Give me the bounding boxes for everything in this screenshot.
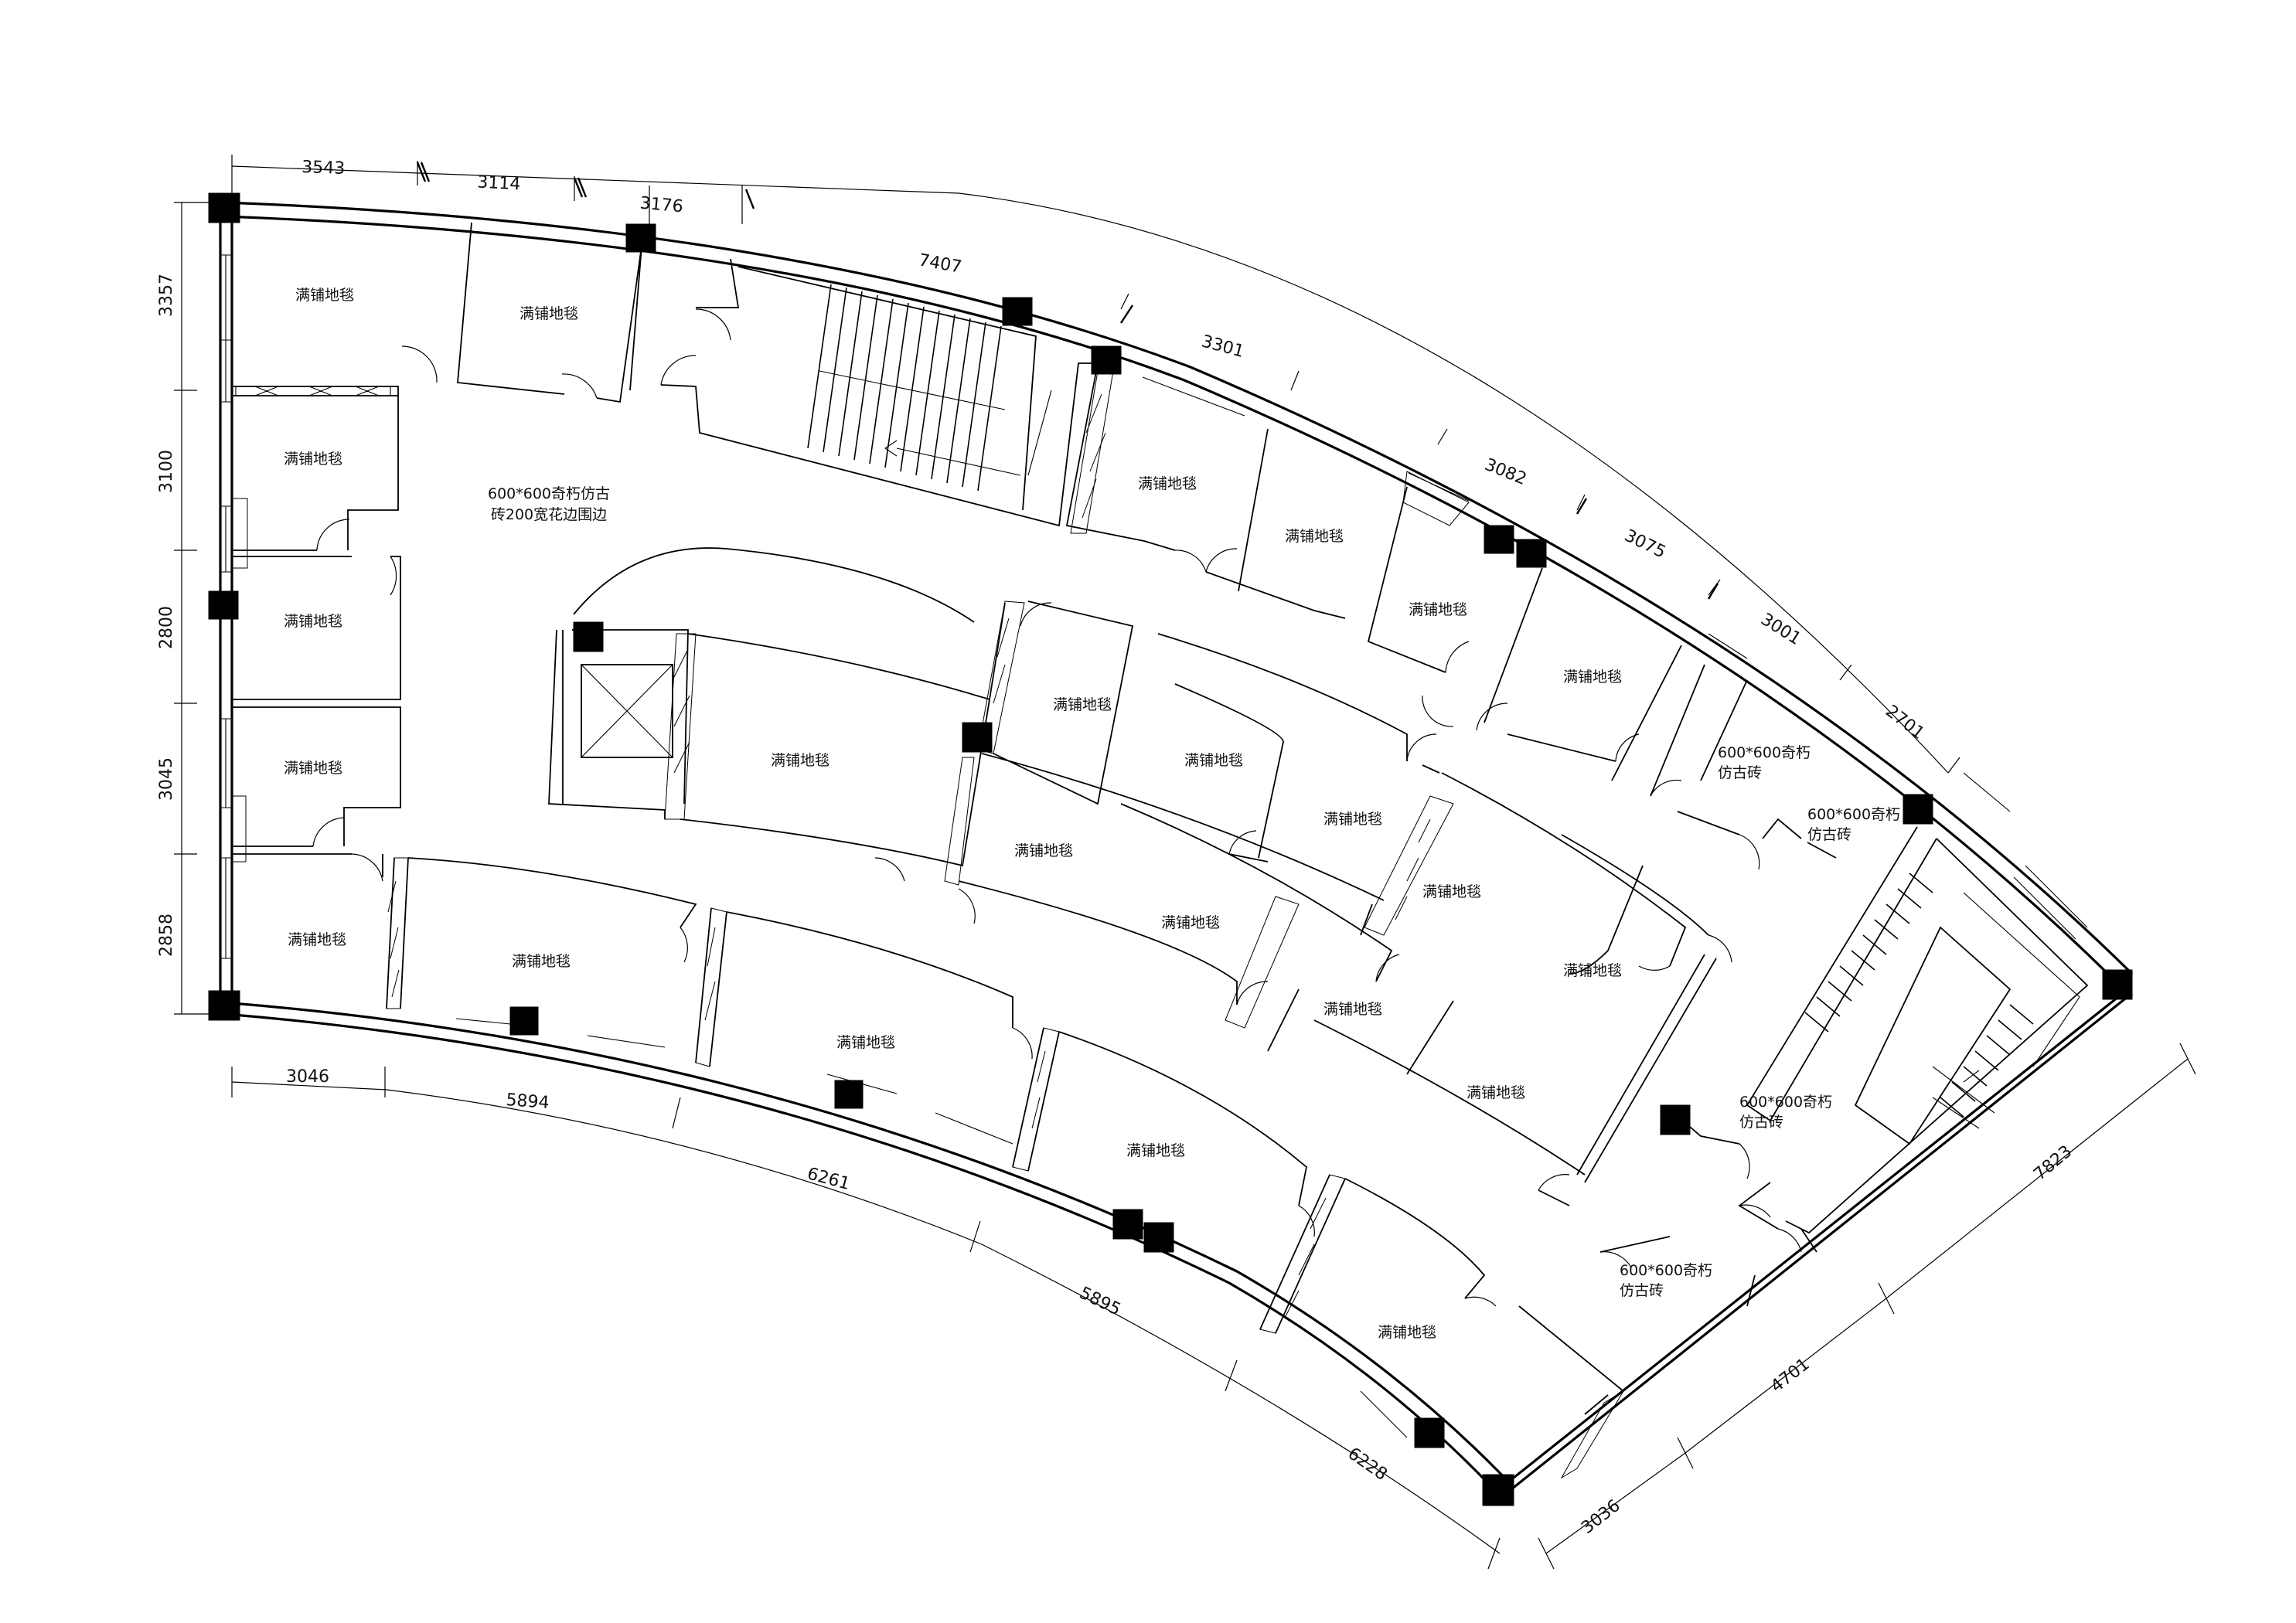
room-labels: 满铺地毯 满铺地毯 满铺地毯 满铺地毯 满铺地毯 满铺地毯 满铺地毯 满铺地毯 …: [284, 287, 1622, 1341]
dim-bottom: 5894: [506, 1091, 550, 1113]
corridor-note-line2: 砖200宽花边围边: [491, 506, 607, 523]
bottom-facade-wall: [223, 1012, 1501, 1497]
dim-left: 2858: [157, 914, 176, 957]
dim-top: 3001: [1757, 610, 1804, 649]
room-label: 满铺地毯: [288, 931, 346, 948]
column: [1516, 539, 1547, 568]
dim-left: 3357: [157, 274, 176, 317]
tile-note-line1: 600*600奇朽: [1807, 806, 1900, 823]
east-stair-core: [1599, 826, 2089, 1307]
dim-top: 3075: [1621, 526, 1668, 563]
dim-bottom: 3046: [286, 1067, 329, 1087]
room-label: 满铺地毯: [284, 451, 342, 468]
material-notes: 600*600奇朽仿古 砖200宽花边围边 600*600奇朽 仿古砖 600*…: [488, 485, 1900, 1299]
door-swings: [312, 308, 1802, 1307]
bottom-facade-wall-inner: [231, 1002, 1511, 1484]
tile-note-line2: 仿古砖: [1739, 1114, 1783, 1131]
column: [208, 590, 239, 620]
corridor-note-line1: 600*600奇朽仿古: [488, 485, 610, 502]
room-label: 满铺地毯: [771, 752, 829, 769]
top-facade-wall-inner: [223, 215, 2124, 989]
tile-note-line1: 600*600奇朽: [1718, 744, 1811, 761]
north-wing-walls: [457, 222, 1100, 527]
dim-bottom: 6228: [1344, 1444, 1391, 1485]
room-label: 满铺地毯: [1563, 669, 1622, 686]
dim-left: 3100: [157, 450, 176, 493]
room-label: 满铺地毯: [284, 613, 342, 630]
tile-note-line1: 600*600奇朽: [1620, 1262, 1712, 1279]
dim-top: 3543: [301, 158, 346, 179]
room-label: 满铺地毯: [1014, 842, 1073, 859]
east-facade-wall-inner: [1513, 995, 2119, 1479]
dim-top: 2701: [1882, 702, 1928, 743]
tile-note-line2: 仿古砖: [1718, 764, 1762, 781]
dim-left: 3045: [157, 757, 176, 801]
column: [1414, 1417, 1445, 1448]
room-label: 满铺地毯: [1467, 1084, 1525, 1101]
tile-note-line2: 仿古砖: [1807, 826, 1851, 843]
room-label: 满铺地毯: [1323, 1001, 1382, 1018]
room-label: 满铺地毯: [1138, 475, 1197, 492]
column: [509, 1006, 539, 1036]
column: [1112, 1209, 1143, 1240]
room-label: 满铺地毯: [1563, 962, 1622, 979]
column: [208, 990, 240, 1021]
room-label: 满铺地毯: [1323, 811, 1382, 828]
column: [1903, 794, 1933, 825]
room-label: 满铺地毯: [1409, 601, 1467, 618]
south-wing-walls: [386, 857, 1624, 1479]
dim-top: 3176: [639, 194, 684, 217]
room-label: 满铺地毯: [836, 1034, 895, 1051]
dim-bottom: 5895: [1076, 1284, 1123, 1320]
room-label: 满铺地毯: [295, 287, 354, 304]
dim-top: 3114: [477, 173, 521, 195]
dim-top: 3082: [1482, 455, 1529, 489]
west-wing-walls: [231, 386, 401, 877]
column: [2102, 969, 2133, 1000]
column: [1002, 297, 1033, 326]
tile-note-line1: 600*600奇朽: [1739, 1094, 1832, 1111]
top-facade-wall: [223, 201, 2134, 975]
elevator-shaft: [581, 664, 673, 758]
column: [834, 1080, 864, 1109]
facade-windows: [220, 254, 2088, 1438]
dim-bottom: 6261: [805, 1164, 852, 1194]
room-label: 满铺地毯: [284, 760, 342, 777]
column: [1143, 1222, 1174, 1253]
column: [1484, 525, 1514, 554]
structural-columns: [208, 192, 2133, 1506]
room-label: 满铺地毯: [1126, 1142, 1185, 1159]
dim-bottom: 4701: [1767, 1355, 1814, 1397]
room-label: 满铺地毯: [1422, 883, 1481, 900]
room-label: 满铺地毯: [519, 305, 578, 322]
room-label: 满铺地毯: [1184, 752, 1243, 769]
column: [962, 722, 993, 753]
column: [1660, 1104, 1691, 1135]
dim-top: 3301: [1199, 332, 1246, 362]
outer-walls: [219, 201, 2134, 1497]
room-label: 满铺地毯: [1161, 914, 1220, 931]
dim-top: 7407: [917, 250, 962, 277]
room-label: 满铺地毯: [512, 953, 571, 970]
dim-left: 2800: [157, 606, 176, 649]
center-block-walls: [548, 547, 1717, 1206]
ne-wing-walls: [1065, 362, 1837, 859]
room-label: 满铺地毯: [1053, 696, 1112, 713]
column: [573, 621, 604, 652]
room-label: 满铺地毯: [1378, 1324, 1436, 1341]
dim-bottom: 7823: [2030, 1142, 2076, 1184]
room-label: 满铺地毯: [1285, 528, 1344, 545]
column: [1482, 1474, 1514, 1506]
tile-note-line2: 仿古砖: [1620, 1282, 1664, 1299]
east-facade-wall: [1503, 992, 2133, 1497]
dimension-lines: [174, 155, 2196, 1570]
column: [208, 192, 240, 223]
